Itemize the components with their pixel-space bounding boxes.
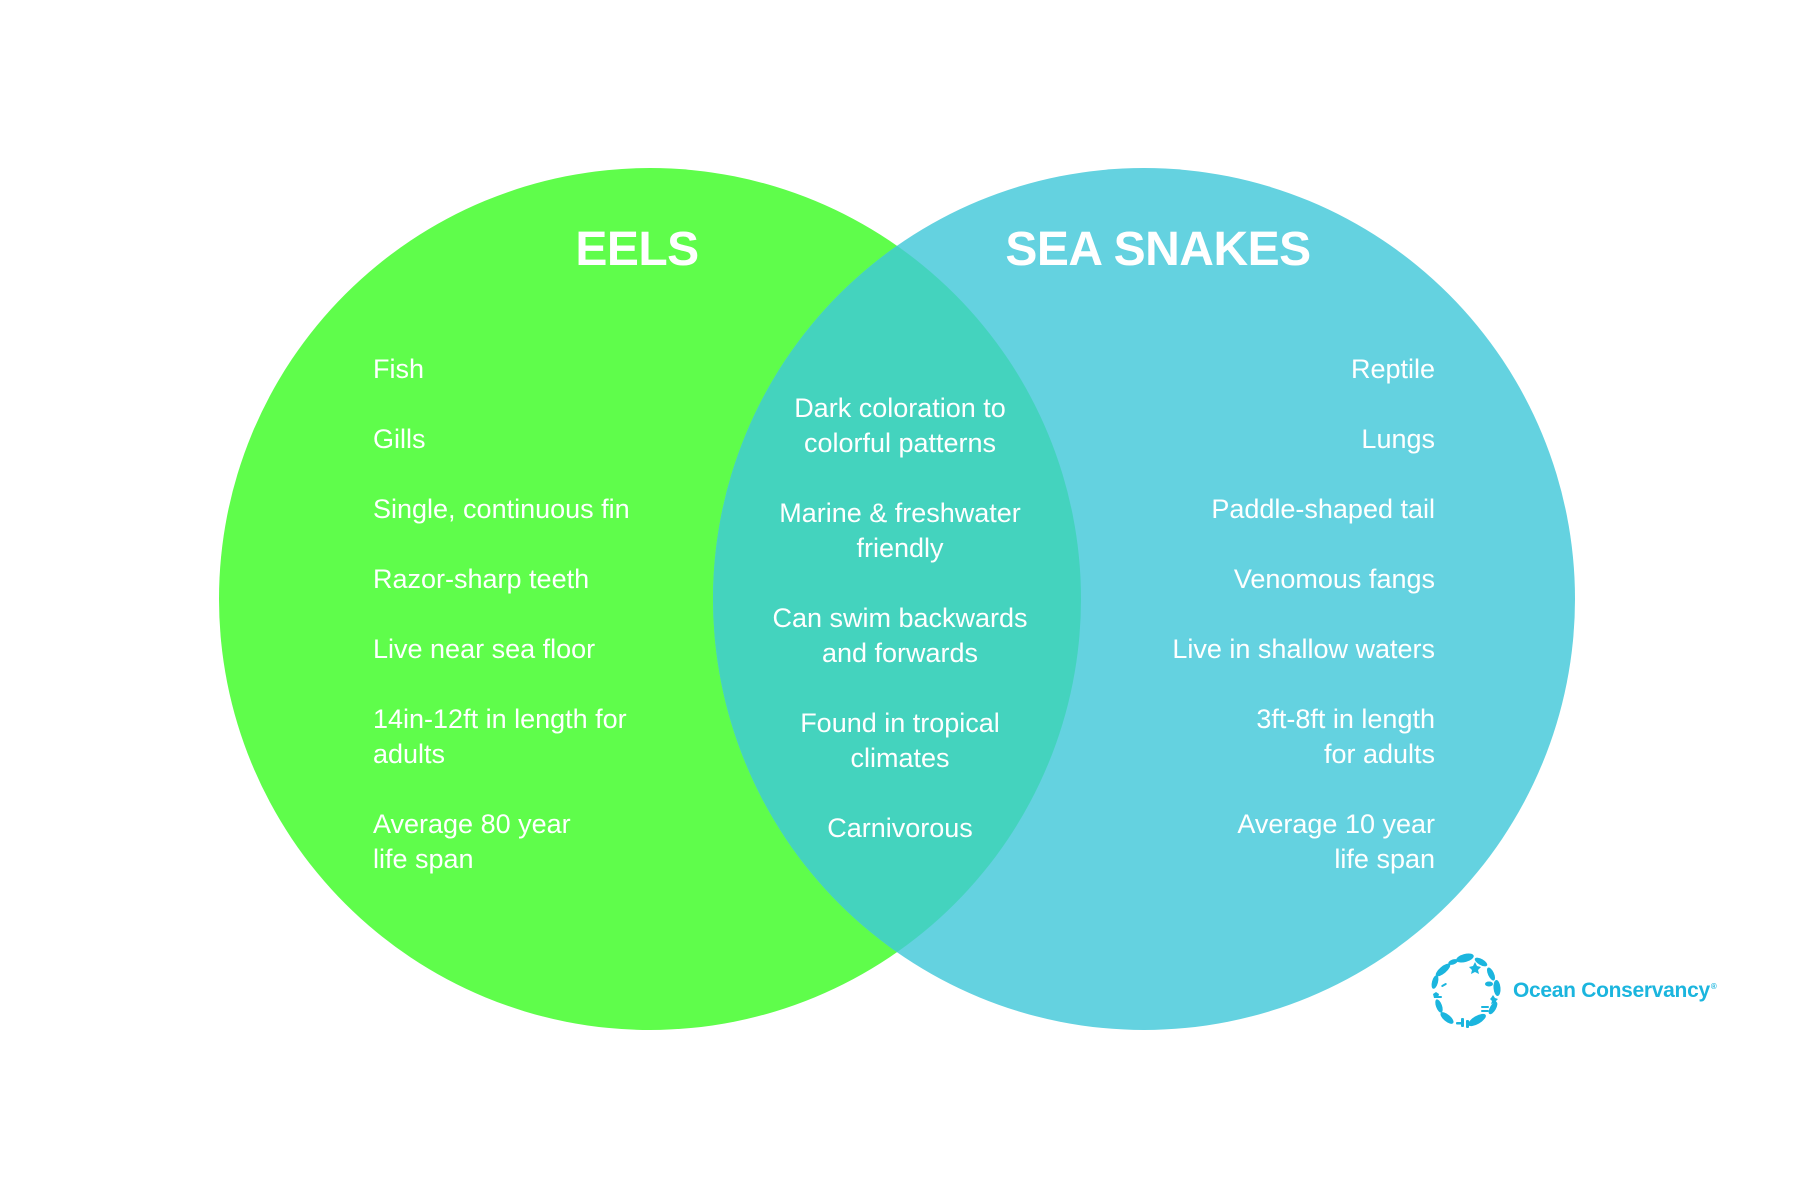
eels-trait: Fish — [373, 354, 425, 384]
shared-trait: Dark coloration to colorful patterns — [794, 393, 1006, 458]
sea-snakes-title: SEA SNAKES — [1005, 223, 1311, 276]
shared-trait: Marine & freshwater friendly — [779, 498, 1021, 563]
shared-traits-list: Dark coloration to colorful patterns Mar… — [750, 391, 1050, 916]
sea-snakes-trait: Reptile — [1350, 354, 1435, 384]
shared-trait: Carnivorous — [827, 813, 973, 843]
ocean-conservancy-logo: Ocean Conservancy® — [1425, 950, 1717, 1032]
eels-trait: Live near sea floor — [373, 634, 596, 664]
eels-trait: 14in-12ft in length for adults — [373, 704, 627, 769]
eels-traits-list: Fish Gills Single, continuous fin Razor-… — [373, 352, 673, 912]
sea-snakes-trait: Live in shallow waters — [1172, 634, 1435, 664]
eels-trait: Average 80 year life span — [373, 809, 571, 874]
overlap-region — [713, 168, 1081, 1030]
eels-trait: Razor-sharp teeth — [373, 564, 590, 594]
shared-trait: Can swim backwards and forwards — [772, 603, 1028, 668]
eels-trait: Single, continuous fin — [373, 494, 630, 524]
logo-name: Ocean Conservancy — [1513, 979, 1710, 1002]
sea-snakes-trait: Venomous fangs — [1233, 564, 1435, 594]
sea-snakes-trait: 3ft-8ft in length for adults — [1256, 704, 1435, 769]
sea-snakes-trait: Average 10 year life span — [1237, 809, 1435, 874]
logo-wordmark: Ocean Conservancy® — [1513, 979, 1717, 1003]
sea-snakes-trait: Paddle-shaped tail — [1211, 494, 1435, 524]
eels-trait: Gills — [373, 424, 426, 454]
eels-title: EELS — [575, 223, 699, 276]
sea-snakes-trait: Lungs — [1361, 424, 1435, 454]
registered-mark: ® — [1710, 982, 1717, 991]
shared-trait: Found in tropical climates — [800, 708, 1000, 773]
marine-life-ring-icon — [1425, 950, 1507, 1032]
sea-snakes-traits-list: Reptile Lungs Paddle-shaped tail Venomou… — [1135, 352, 1435, 912]
